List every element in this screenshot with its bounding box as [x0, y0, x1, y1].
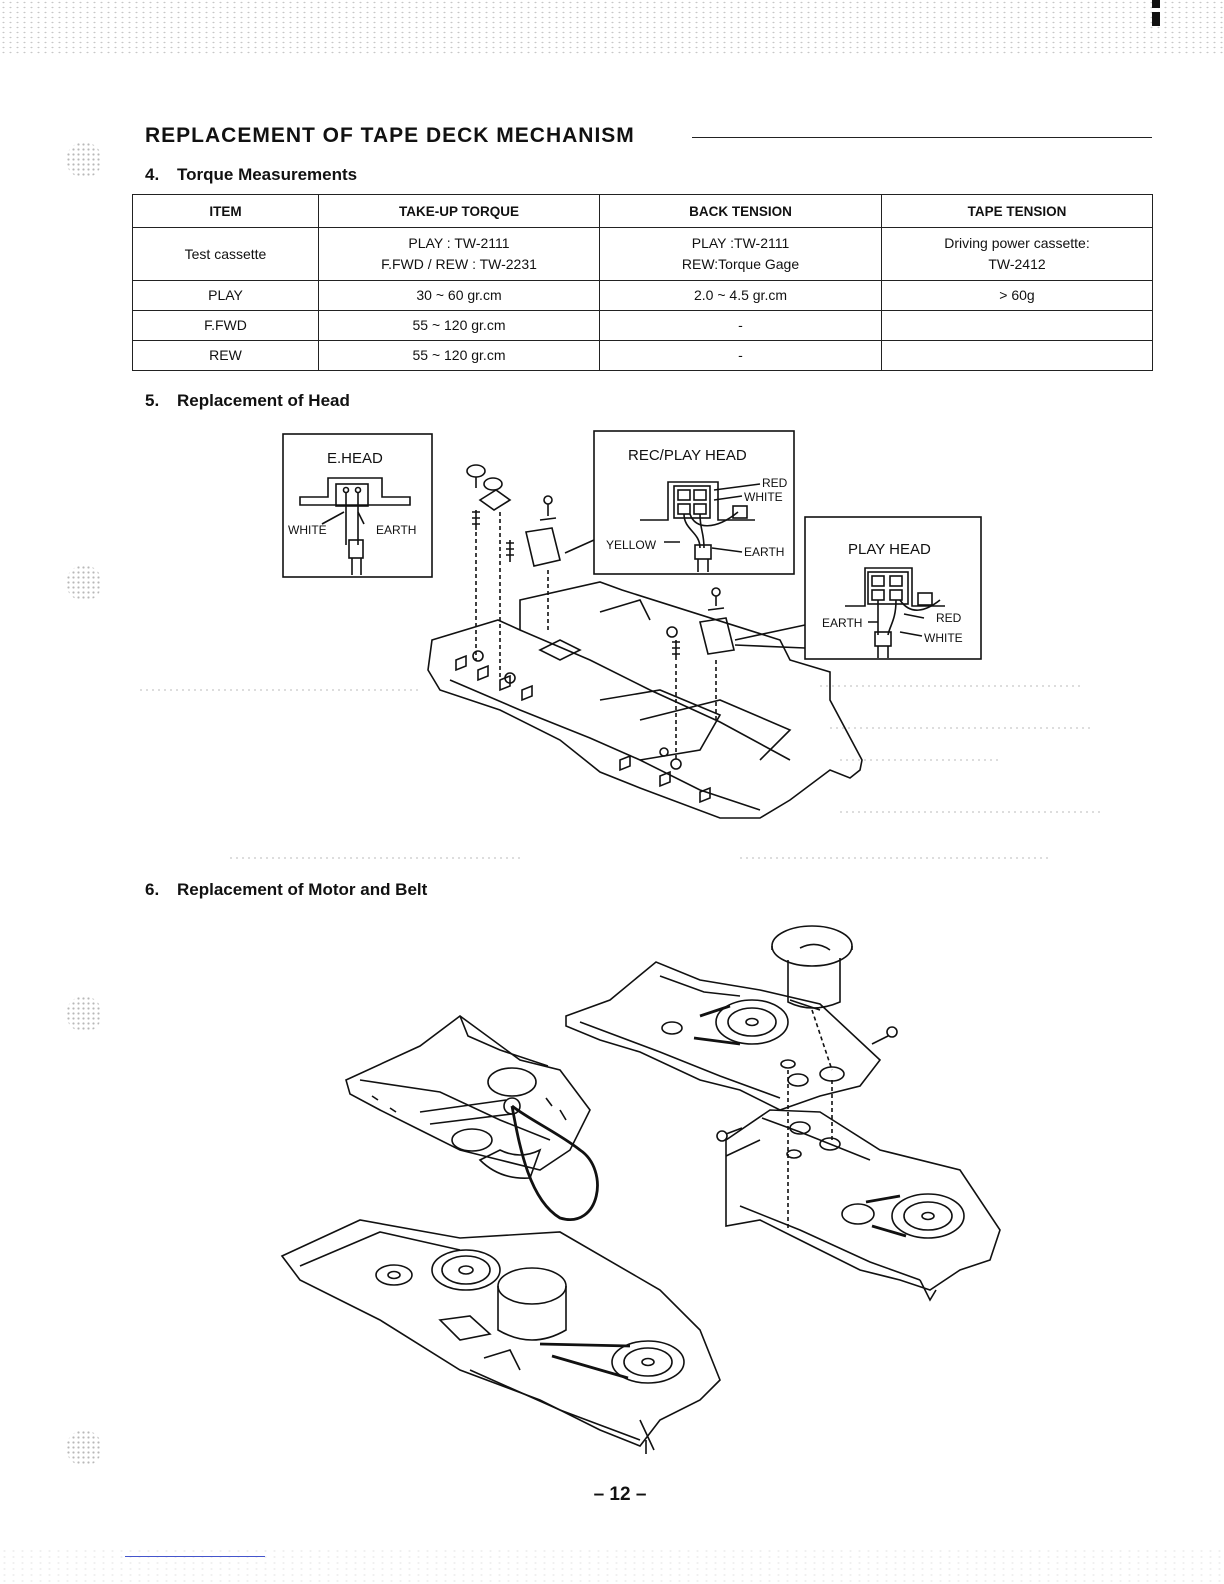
punch-hole-mark	[66, 142, 102, 178]
motor-belt-diagram	[280, 925, 1001, 1454]
punch-hole-mark	[66, 565, 102, 601]
scan-noise-bottom	[0, 1548, 1224, 1584]
cell-takeup: 55 ~ 120 gr.cm	[318, 310, 600, 341]
section-number: 6.	[145, 880, 160, 899]
cell-item: REW	[132, 340, 319, 371]
section-number: 5.	[145, 391, 160, 410]
cell-line: REW:Torque Gage	[681, 256, 800, 272]
section-6-heading: 6. Replacement of Motor and Belt	[145, 880, 427, 900]
table-header-row: ITEM TAKE-UP TORQUE BACK TENSION TAPE TE…	[132, 194, 1153, 228]
underside-belt-view	[345, 1015, 599, 1221]
punch-hole-mark	[66, 1430, 102, 1466]
table-row: PLAY 30 ~ 60 gr.cm 2.0 ~ 4.5 gr.cm > 60g	[132, 280, 1153, 311]
exploded-parts	[466, 464, 735, 760]
footer-link-underline	[125, 1556, 265, 1557]
recplay-red-label: RED	[762, 476, 788, 490]
cell-line: F.FWD / REW : TW-2231	[381, 256, 537, 272]
punch-hole-mark	[66, 996, 102, 1032]
table-row: REW 55 ~ 120 gr.cm -	[132, 340, 1153, 371]
cell-item: Test cassette	[132, 227, 319, 281]
cell-line: TW-2412	[988, 256, 1046, 272]
cell-tape: > 60g	[881, 280, 1153, 311]
playhead-earth-label: EARTH	[822, 616, 862, 630]
ehead-title: E.HEAD	[327, 450, 383, 467]
section-4-heading: 4. Torque Measurements	[145, 165, 357, 185]
cell-back: -	[599, 340, 882, 371]
cell-takeup: PLAY : TW-2111 F.FWD / REW : TW-2231	[318, 227, 600, 281]
section-5-heading: 5. Replacement of Head	[145, 391, 350, 411]
deck-chassis-view	[725, 1109, 1001, 1302]
col-header-back: BACK TENSION	[599, 194, 882, 228]
ehead-inset	[282, 433, 433, 578]
playhead-inset	[734, 516, 982, 660]
col-header-takeup: TAKE-UP TORQUE	[318, 194, 600, 228]
ehead-white-label: WHITE	[288, 523, 327, 537]
recplay-inset	[564, 430, 795, 575]
cell-tape	[881, 340, 1153, 371]
edge-mark	[1152, 12, 1160, 26]
recplay-white-label: WHITE	[744, 490, 783, 504]
section-title: Replacement of Head	[177, 391, 350, 410]
table-row: Test cassette PLAY : TW-2111 F.FWD / REW…	[132, 227, 1153, 281]
playhead-title: PLAY HEAD	[848, 541, 931, 558]
cell-back: PLAY :TW-2111 REW:Torque Gage	[599, 227, 882, 281]
title-rule	[692, 137, 1152, 138]
cell-item: F.FWD	[132, 310, 319, 341]
edge-mark	[1152, 0, 1160, 8]
scan-noise-top	[0, 0, 1224, 55]
topside-motor-view	[280, 1219, 721, 1454]
page-number: – 12 –	[593, 1484, 647, 1505]
cell-back: -	[599, 310, 882, 341]
torque-table: ITEM TAKE-UP TORQUE BACK TENSION TAPE TE…	[132, 194, 1153, 371]
section-number: 4.	[145, 165, 160, 184]
recplay-earth-label: EARTH	[744, 545, 784, 559]
recplay-title: REC/PLAY HEAD	[628, 447, 747, 464]
col-header-tape: TAPE TENSION	[881, 194, 1153, 228]
tape-deck-chassis	[427, 581, 863, 819]
playhead-white-label: WHITE	[924, 631, 963, 645]
head-replacement-diagram	[282, 430, 982, 819]
motor-removal-view	[565, 925, 898, 1230]
table-row: F.FWD 55 ~ 120 gr.cm -	[132, 310, 1153, 341]
ehead-earth-label: EARTH	[376, 523, 416, 537]
cell-takeup: 55 ~ 120 gr.cm	[318, 340, 600, 371]
cell-line: Driving power cassette:	[944, 235, 1090, 251]
section-title: Replacement of Motor and Belt	[177, 880, 428, 899]
section-title: Torque Measurements	[177, 165, 358, 184]
cell-line: PLAY : TW-2111	[408, 235, 510, 251]
playhead-red-label: RED	[936, 611, 962, 625]
cell-line: PLAY :TW-2111	[691, 235, 790, 251]
recplay-yellow-label: YELLOW	[606, 538, 657, 552]
page-title: REPLACEMENT OF TAPE DECK MECHANISM	[145, 124, 635, 147]
